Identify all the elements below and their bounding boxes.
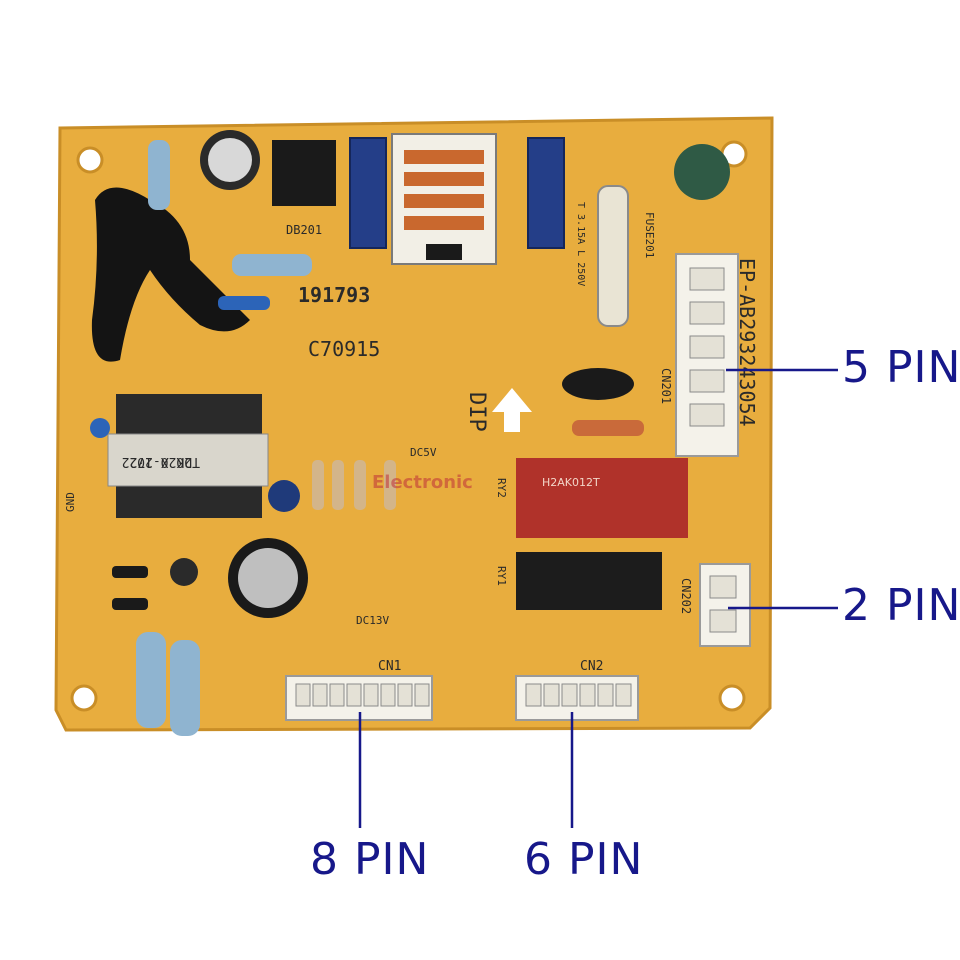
connector-pin: [295, 683, 311, 707]
board-code: C70915: [308, 337, 380, 361]
electrolytic-capacitor-top: [208, 138, 252, 182]
film-capacitor: [349, 137, 387, 249]
small-capacitor: [170, 558, 198, 586]
relay2-text: H2AK012T: [542, 476, 600, 489]
gnd-label: GND: [64, 492, 77, 512]
board-serial: 191793: [298, 283, 370, 307]
large-capacitor-top: [238, 548, 298, 608]
bridge-label: DB201: [286, 223, 322, 237]
blue-resistor: [232, 254, 312, 276]
watermark: Electronic: [372, 472, 473, 493]
resistor: [354, 460, 366, 510]
connector-pin: [312, 683, 328, 707]
fuse: [597, 185, 629, 327]
cn1-label: CN1: [378, 659, 401, 674]
callout-8-pin: 8 PIN: [310, 834, 430, 885]
blue-resistor: [148, 140, 170, 210]
cn2-label: CN2: [580, 659, 603, 674]
connector-pin: [689, 369, 725, 393]
relay-ry2: [516, 458, 688, 538]
diode: [572, 420, 644, 436]
connector-pin: [709, 609, 737, 633]
relay1-label: RY1: [495, 566, 508, 586]
callout-5-pin: 5 PIN: [842, 342, 960, 393]
connector-pin: [689, 267, 725, 291]
cn201-label: CN201: [659, 368, 673, 404]
dc5v-label: DC5V: [410, 446, 437, 459]
mounting-hole: [70, 684, 98, 712]
connector-pin: [689, 403, 725, 427]
copper-winding: [404, 150, 484, 164]
connector-pin: [689, 301, 725, 325]
resistor: [312, 460, 324, 510]
connector-pin: [543, 683, 560, 707]
connector-pin: [709, 575, 737, 599]
dip-label: DIP: [464, 392, 489, 432]
connector-pin: [689, 335, 725, 359]
transistor-q6: [112, 598, 148, 610]
connector-pin: [397, 683, 413, 707]
mounting-hole: [76, 146, 104, 174]
connector-pin: [380, 683, 396, 707]
resistor: [332, 460, 344, 510]
blue-capacitor: [218, 296, 270, 310]
connector-pin: [329, 683, 345, 707]
connector-pin: [597, 683, 614, 707]
thermistor-blob: [91, 187, 250, 362]
power-resistor: [136, 632, 166, 728]
dc13v-label: DC13V: [356, 614, 389, 627]
resistor: [384, 460, 396, 510]
dip-arrow: [492, 388, 532, 432]
copper-winding: [404, 172, 484, 186]
connector-pin: [414, 683, 430, 707]
bridge-rectifier: [272, 140, 336, 206]
copper-winding: [404, 194, 484, 208]
blue-capacitor: [90, 418, 110, 438]
connector-pin: [525, 683, 542, 707]
surge-absorber: [562, 368, 634, 400]
connector-pin: [363, 683, 379, 707]
power-resistor: [170, 640, 200, 736]
transistor-q4: [112, 566, 148, 578]
fuse-rating: T 3.15A L 250V: [575, 202, 586, 286]
mounting-hole: [718, 684, 746, 712]
cn202-label: CN202: [679, 578, 693, 614]
small-capacitor: [268, 480, 300, 512]
connector-pin: [561, 683, 578, 707]
callout-6-pin: 6 PIN: [524, 834, 644, 885]
transformer-label-plate: [107, 433, 269, 487]
connector-pin: [579, 683, 596, 707]
callout-2-pin: 2 PIN: [842, 580, 960, 631]
connector-pin: [615, 683, 632, 707]
relay-ry1: [516, 552, 662, 610]
varistor: [674, 144, 730, 200]
fuse-label: FUSE201: [643, 212, 656, 258]
connector-pin: [346, 683, 362, 707]
transformer-label: TDK X 1722: [122, 454, 200, 469]
relay2-label: RY2: [495, 478, 508, 498]
transformer-model: 2020-202: [129, 454, 192, 469]
film-capacitor: [527, 137, 565, 249]
ferrite-core: [426, 244, 462, 260]
copper-winding: [404, 216, 484, 230]
